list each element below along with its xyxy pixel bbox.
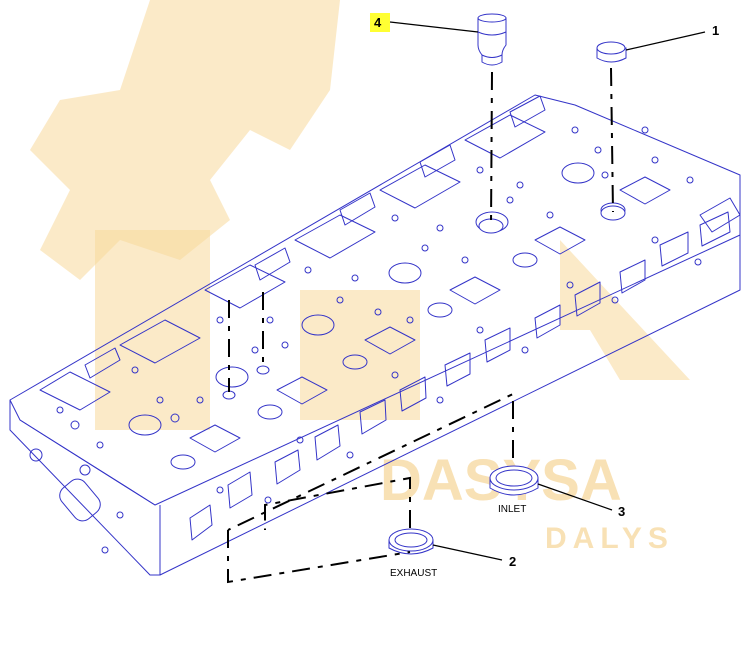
- bolt-holes: [56, 126, 694, 449]
- watermark-text-sub: DALYS: [545, 522, 674, 555]
- callout-4-highlight: [370, 13, 390, 32]
- seat-bore-inlet: [256, 365, 270, 375]
- callout-4: 4: [370, 13, 390, 32]
- cylinder-head: [9, 94, 741, 576]
- part-exhaust-seat: [388, 528, 434, 555]
- assembly-lines: [227, 67, 614, 584]
- pockets: [189, 176, 671, 453]
- leader-lines: [389, 21, 706, 561]
- callout-1-number: 1: [712, 23, 719, 38]
- plug-bore: [600, 205, 626, 221]
- callout-2-caption: EXHAUST: [390, 568, 437, 579]
- nozzle-bore: [478, 218, 504, 234]
- part-injector-sleeve: [477, 13, 507, 66]
- callout-3-number: 3: [618, 504, 625, 519]
- callout-4-number: 4: [374, 15, 382, 30]
- part-plug: [596, 41, 627, 63]
- seat-bore-exhaust: [222, 390, 236, 400]
- valve-seats: [128, 162, 626, 470]
- callout-2-number: 2: [509, 554, 516, 569]
- part-inlet-seat: [489, 465, 539, 496]
- callout-3-caption: INLET: [498, 504, 526, 515]
- side-ports: [189, 211, 731, 541]
- watermark-logo: DASYSA DALYS: [30, 0, 690, 555]
